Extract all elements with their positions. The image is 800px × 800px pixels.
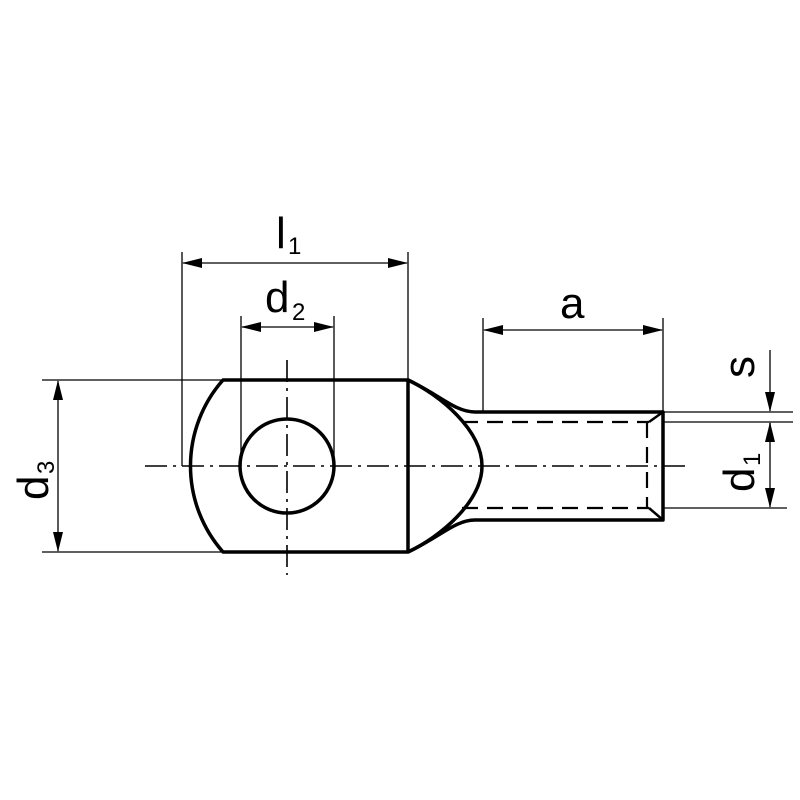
barrel-transition-curve xyxy=(407,378,484,554)
label-s: s xyxy=(715,356,764,378)
center-lines xyxy=(145,360,690,575)
lug-eye-outline xyxy=(188,378,410,554)
svg-text:d: d xyxy=(715,468,764,492)
svg-text:1: 1 xyxy=(288,233,301,260)
svg-text:3: 3 xyxy=(33,461,60,474)
hidden-bore xyxy=(462,420,649,510)
svg-text:2: 2 xyxy=(292,299,305,326)
extension-lines xyxy=(42,252,793,553)
dimension-lines xyxy=(53,258,775,552)
svg-text:a: a xyxy=(560,279,585,328)
label-a: a xyxy=(560,279,585,328)
svg-text:1: 1 xyxy=(739,453,766,466)
label-l1: l 1 xyxy=(276,209,301,260)
lug-body xyxy=(188,378,665,554)
svg-text:s: s xyxy=(715,356,764,378)
svg-text:d: d xyxy=(265,273,289,322)
svg-text:d: d xyxy=(9,476,58,500)
label-d1: d 1 xyxy=(715,453,766,492)
label-d3: d 3 xyxy=(9,461,60,500)
svg-text:l: l xyxy=(276,209,286,258)
label-d2: d 2 xyxy=(265,273,305,326)
